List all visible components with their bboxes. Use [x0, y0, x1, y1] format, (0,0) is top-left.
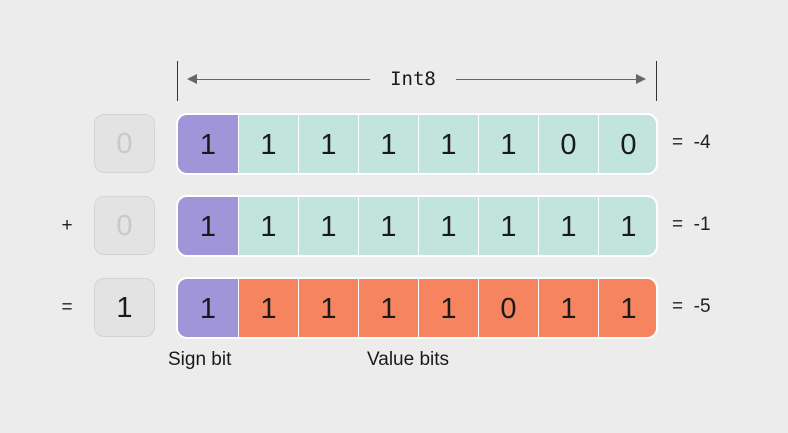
int8-arrow-line-left	[195, 79, 370, 80]
value-bit: 1	[238, 197, 298, 255]
value-bits-caption: Value bits	[367, 349, 450, 370]
value-bit: 1	[418, 115, 478, 173]
carry-bit: 1	[94, 278, 155, 337]
arrow-left-icon	[187, 74, 197, 84]
value-bit: 1	[418, 197, 478, 255]
value-bit: 0	[598, 115, 656, 173]
value-bit: 1	[238, 115, 298, 173]
value-bit: 1	[358, 279, 418, 337]
carry-bit: 0	[94, 196, 155, 255]
value-bit: 1	[538, 197, 598, 255]
decimal-result: = -4	[672, 132, 711, 153]
value-bit: 1	[478, 197, 538, 255]
carry-bit: 0	[94, 114, 155, 173]
value-bit: 1	[238, 279, 298, 337]
value-bit: 1	[418, 279, 478, 337]
arrow-right-icon	[636, 74, 646, 84]
int8-left-bracket	[177, 61, 178, 101]
sign-bit-caption: Sign bit	[168, 349, 232, 370]
value-bit: 1	[298, 279, 358, 337]
sign-bit: 1	[178, 197, 238, 255]
value-bit: 1	[358, 197, 418, 255]
int8-right-bracket	[656, 61, 657, 101]
sign-bit: 1	[178, 279, 238, 337]
int8-arrow-line-right	[456, 79, 636, 80]
int8-label: Int8	[390, 68, 436, 90]
value-bit: 1	[598, 279, 656, 337]
value-bit: 1	[478, 115, 538, 173]
row-operator	[52, 113, 82, 175]
value-bit: 1	[298, 115, 358, 173]
value-bit: 1	[538, 279, 598, 337]
value-bit: 1	[298, 197, 358, 255]
value-bit: 1	[358, 115, 418, 173]
value-bit: 0	[538, 115, 598, 173]
value-bit: 0	[478, 279, 538, 337]
value-bit: 1	[598, 197, 656, 255]
decimal-result: = -1	[672, 214, 711, 235]
decimal-result: = -5	[672, 296, 711, 317]
row-operator: =	[61, 297, 73, 318]
row-operator: +	[61, 215, 73, 236]
sign-bit: 1	[178, 115, 238, 173]
